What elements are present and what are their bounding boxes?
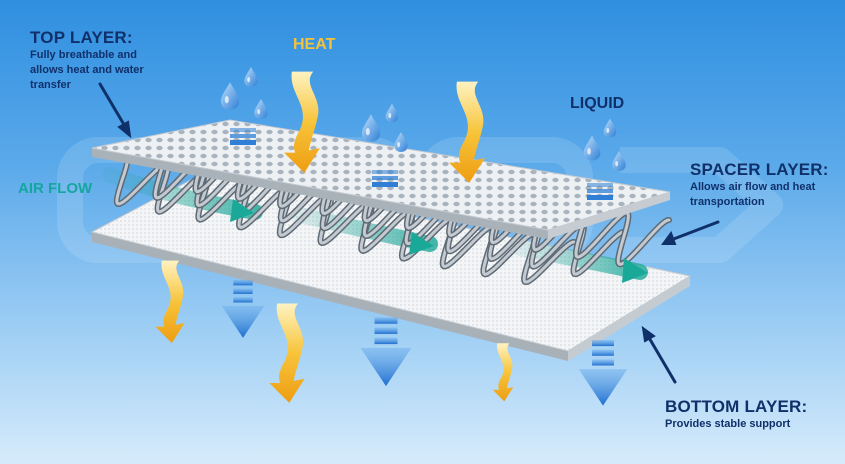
- bottom-layer-title: BOTTOM LAYER:: [665, 397, 808, 416]
- drop-icon: [583, 135, 601, 161]
- bottom-layer-callout: BOTTOM LAYER: Provides stable support: [665, 397, 840, 432]
- heat-arrow-out-1: [155, 260, 185, 344]
- drop-icon: [603, 118, 617, 138]
- spacer-layer-desc-line-2: transportation: [690, 196, 765, 208]
- top-layer-desc-line-2: allows heat and water: [30, 64, 144, 76]
- drop-icon: [385, 103, 399, 123]
- top-layer-fabric: [91, 119, 671, 239]
- drop-icon: [361, 114, 381, 142]
- heat-arrow-out-3: [492, 343, 514, 402]
- liquid-label: LIQUID: [570, 95, 625, 112]
- spacer-layer-title: SPACER LAYER:: [690, 160, 829, 179]
- heat-arrow-out-2: [269, 303, 305, 403]
- pointer-arrows: [98, 82, 720, 384]
- drop-icon: [394, 132, 408, 152]
- top-layer-desc-line-1: Fully breathable and: [30, 49, 137, 61]
- bottom-layer-desc: Provides stable support: [665, 418, 791, 430]
- heat-label: HEAT: [293, 36, 336, 53]
- drop-icon: [254, 99, 268, 119]
- bottom-layer-pointer: [641, 325, 677, 384]
- air-flow-label: AIR FLOW: [18, 180, 93, 197]
- spacer-layer-callout: SPACER LAYER: Allows air flow and heat t…: [690, 160, 840, 210]
- top-layer-pointer: [98, 82, 132, 139]
- spacer-layer-desc-line-1: Allows air flow and heat: [690, 181, 816, 193]
- down-arrow-1: [221, 280, 265, 338]
- top-layer-title: TOP LAYER:: [30, 28, 133, 47]
- moisture-indicators: [230, 128, 613, 200]
- spacer-layer-pointer: [661, 220, 720, 245]
- air-flow-arrowheads: [230, 199, 648, 283]
- top-layer-desc-line-3: transfer: [30, 79, 71, 91]
- top-layer-callout: TOP LAYER: Fully breathable and allows h…: [30, 28, 200, 93]
- down-arrow-2: [360, 317, 412, 387]
- drop-icon: [220, 82, 240, 110]
- drop-icon: [244, 67, 258, 87]
